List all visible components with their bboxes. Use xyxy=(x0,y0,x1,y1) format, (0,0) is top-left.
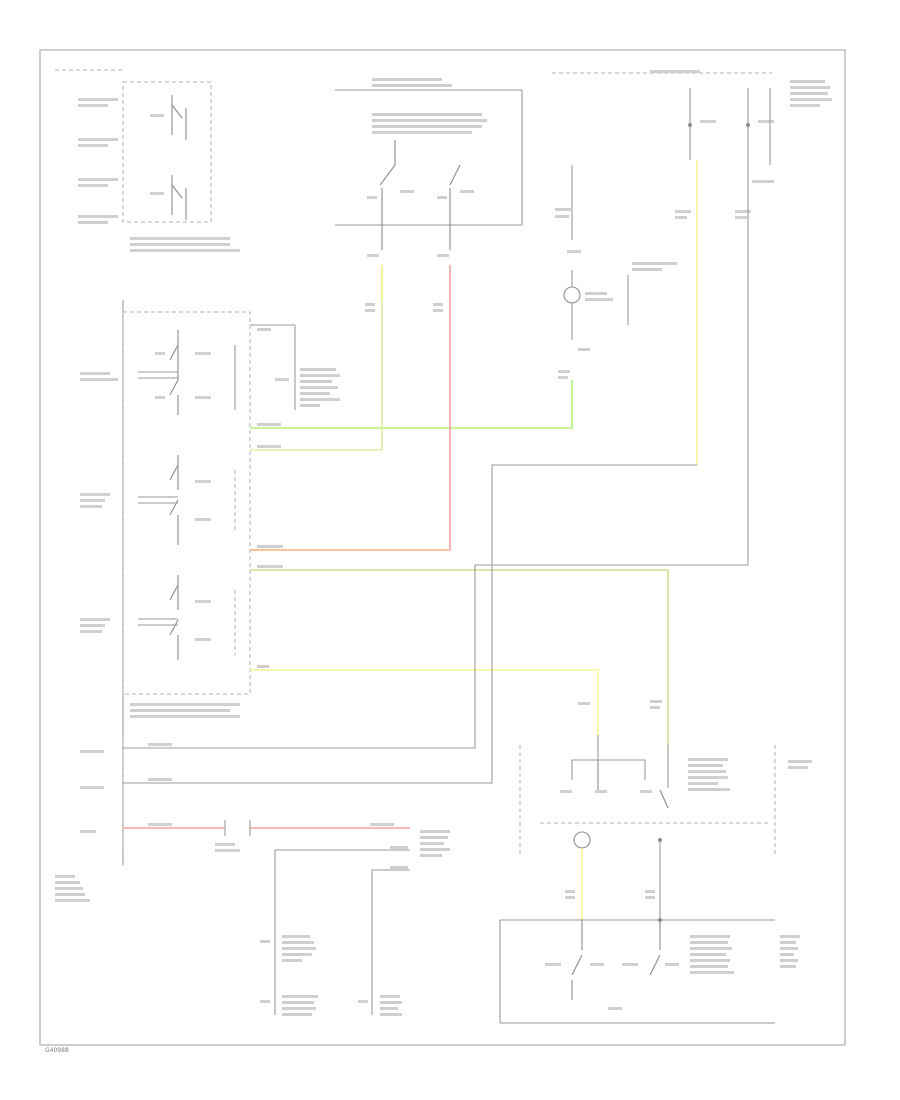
wire-gray-returns xyxy=(80,464,748,789)
bottom-right-cluster xyxy=(519,700,812,855)
brake-switch-area xyxy=(555,165,677,379)
wire-orange xyxy=(250,545,450,551)
wire-yellow-lower xyxy=(250,665,599,735)
top-left-switch-group xyxy=(171,95,187,220)
wire-green xyxy=(250,380,573,429)
bottom-right-yellow-wire xyxy=(565,842,661,920)
wire-pink-lower xyxy=(80,820,450,857)
bottom-connector-links xyxy=(260,846,410,1016)
diagram-frame xyxy=(39,49,846,1046)
module-name-label xyxy=(55,875,90,902)
motor-switch-2 xyxy=(80,455,211,545)
diagram-code: G40988 xyxy=(45,1047,69,1054)
module-connector-callout xyxy=(250,324,340,410)
module-bottom-labels xyxy=(130,703,240,718)
bottom-right-relay-box xyxy=(499,918,800,1024)
wire-pink xyxy=(433,265,451,550)
fuses xyxy=(688,88,774,178)
top-left-labels xyxy=(78,98,240,252)
relay-switches xyxy=(367,140,474,257)
wire-light-green xyxy=(250,265,383,451)
fuse-panel-right-labels xyxy=(790,80,832,107)
fuse-right-drops xyxy=(675,178,774,565)
wire-olive xyxy=(250,565,669,745)
relay-header-labels xyxy=(372,78,487,134)
motor-switch-3 xyxy=(80,575,211,660)
top-left-connector-box xyxy=(122,81,212,223)
module-connector-box xyxy=(122,311,251,695)
motor-switch-1 xyxy=(80,330,211,415)
